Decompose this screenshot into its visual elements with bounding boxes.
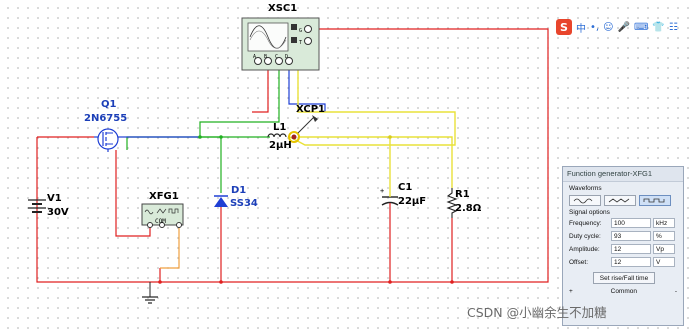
ime-skin-icon[interactable]: 👕	[652, 21, 665, 33]
fg-amplitude-label: Amplitude:	[569, 245, 600, 253]
resistor-r1[interactable]	[446, 188, 458, 218]
osc-terminal-c: C	[275, 54, 278, 60]
fg-amplitude-row: Amplitude: 12 Vp	[563, 243, 683, 255]
fg-amplitude-input[interactable]: 12	[611, 244, 651, 254]
junction-dots	[158, 280, 454, 284]
inductor-value: 2μH	[269, 140, 292, 151]
svg-text:+: +	[380, 187, 384, 195]
current-probe-label: XCP1	[296, 104, 325, 115]
ime-punct-icon[interactable]: •,	[590, 21, 600, 33]
fg-plus-terminal[interactable]: +	[569, 288, 573, 295]
function-generator-xfg1[interactable]: COM	[141, 203, 184, 228]
ime-lang-toggle[interactable]: 中	[576, 23, 586, 35]
diode-d1[interactable]	[214, 195, 228, 207]
ground-symbol	[142, 282, 158, 304]
inductor-l1[interactable]	[267, 133, 287, 138]
triangle-wave-button[interactable]	[604, 195, 636, 206]
osc-terminal-d: D	[285, 54, 288, 60]
set-rise-fall-time-button[interactable]: Set rise/Fall time	[593, 272, 655, 284]
ime-menu-icon[interactable]: ☷	[668, 21, 678, 33]
resistor-value: 2.8Ω	[455, 203, 482, 214]
mosfet-ref: Q1	[101, 99, 117, 110]
fg-offset-unit[interactable]: V	[653, 257, 675, 267]
triangle-wave-icon	[608, 198, 630, 203]
fg-common-label: Common	[610, 288, 637, 295]
fg-minus-terminal[interactable]: -	[674, 288, 677, 295]
blue-wires	[127, 69, 326, 138]
resistor-ref: R1	[455, 189, 470, 200]
diode-model: SS34	[230, 198, 258, 209]
fg-offset-input[interactable]: 12	[611, 257, 651, 267]
fg-offset-label: Offset:	[569, 258, 589, 266]
fg-waveforms-label: Waveforms	[569, 185, 602, 192]
diode-ref: D1	[231, 185, 246, 196]
fg-waveform-buttons	[563, 195, 683, 206]
fg-duty-unit[interactable]: %	[653, 231, 675, 241]
fg-terminal-row: + Common -	[563, 284, 683, 295]
xfg-ref: XFG1	[149, 191, 179, 202]
oscilloscope-label: XSC1	[268, 3, 297, 14]
osc-terminal-g: G	[299, 28, 302, 34]
fg-frequency-row: Frequency: 100 kHz	[563, 217, 683, 229]
battery-value: 30V	[47, 207, 69, 218]
capacitor-ref: C1	[398, 182, 412, 193]
ime-emoji-icon[interactable]: ☺	[603, 21, 614, 33]
inductor-ref: L1	[273, 122, 286, 133]
red-wires	[36, 28, 549, 283]
function-generator-panel[interactable]: Function generator-XFG1 Waveforms Signal…	[562, 166, 684, 326]
square-wave-button[interactable]	[639, 195, 671, 206]
fg-signal-options-label: Signal options	[569, 209, 610, 216]
watermark-text: CSDN @小幽余生不加糖	[467, 305, 607, 320]
fg-duty-input[interactable]: 93	[611, 231, 651, 241]
battery-v1[interactable]	[28, 199, 46, 213]
fg-frequency-unit[interactable]: kHz	[653, 218, 675, 228]
sine-wave-icon	[573, 198, 593, 204]
square-wave-icon	[643, 198, 665, 203]
osc-terminal-b: B	[264, 54, 267, 60]
yellow-wires	[289, 69, 456, 188]
mosfet-model: 2N6755	[84, 113, 127, 124]
battery-ref: V1	[47, 193, 62, 204]
green-wires	[126, 69, 280, 193]
fg-duty-row: Duty cycle: 93 %	[563, 230, 683, 242]
fg-amplitude-unit[interactable]: Vp	[653, 244, 675, 254]
fg-frequency-input[interactable]: 100	[611, 218, 651, 228]
orange-wire	[160, 226, 180, 269]
fg-duty-label: Duty cycle:	[569, 232, 601, 240]
ime-voice-icon[interactable]: 🎤	[617, 21, 630, 33]
osc-terminal-t: T	[299, 40, 302, 46]
osc-terminal-a: A	[253, 54, 256, 60]
fg-frequency-label: Frequency:	[569, 219, 602, 227]
oscilloscope-xsc1[interactable]: A B C D G T	[241, 17, 320, 71]
sine-wave-button[interactable]	[569, 195, 601, 206]
fg-panel-title[interactable]: Function generator-XFG1	[563, 167, 683, 182]
xfg-com-label: COM	[155, 218, 166, 225]
ime-logo-icon[interactable]: S	[556, 19, 572, 35]
mosfet-q1[interactable]	[94, 128, 127, 152]
current-probe-xcp1[interactable]	[288, 115, 318, 143]
ime-keyboard-icon[interactable]: ⌨	[633, 21, 649, 33]
fg-offset-row: Offset: 12 V	[563, 256, 683, 268]
capacitor-c1[interactable]: +	[380, 187, 399, 216]
capacitor-value: 22μF	[398, 196, 426, 207]
ime-toolbar[interactable]: S 中 •, ☺ 🎤 ⌨ 👕 ☷	[556, 16, 692, 38]
